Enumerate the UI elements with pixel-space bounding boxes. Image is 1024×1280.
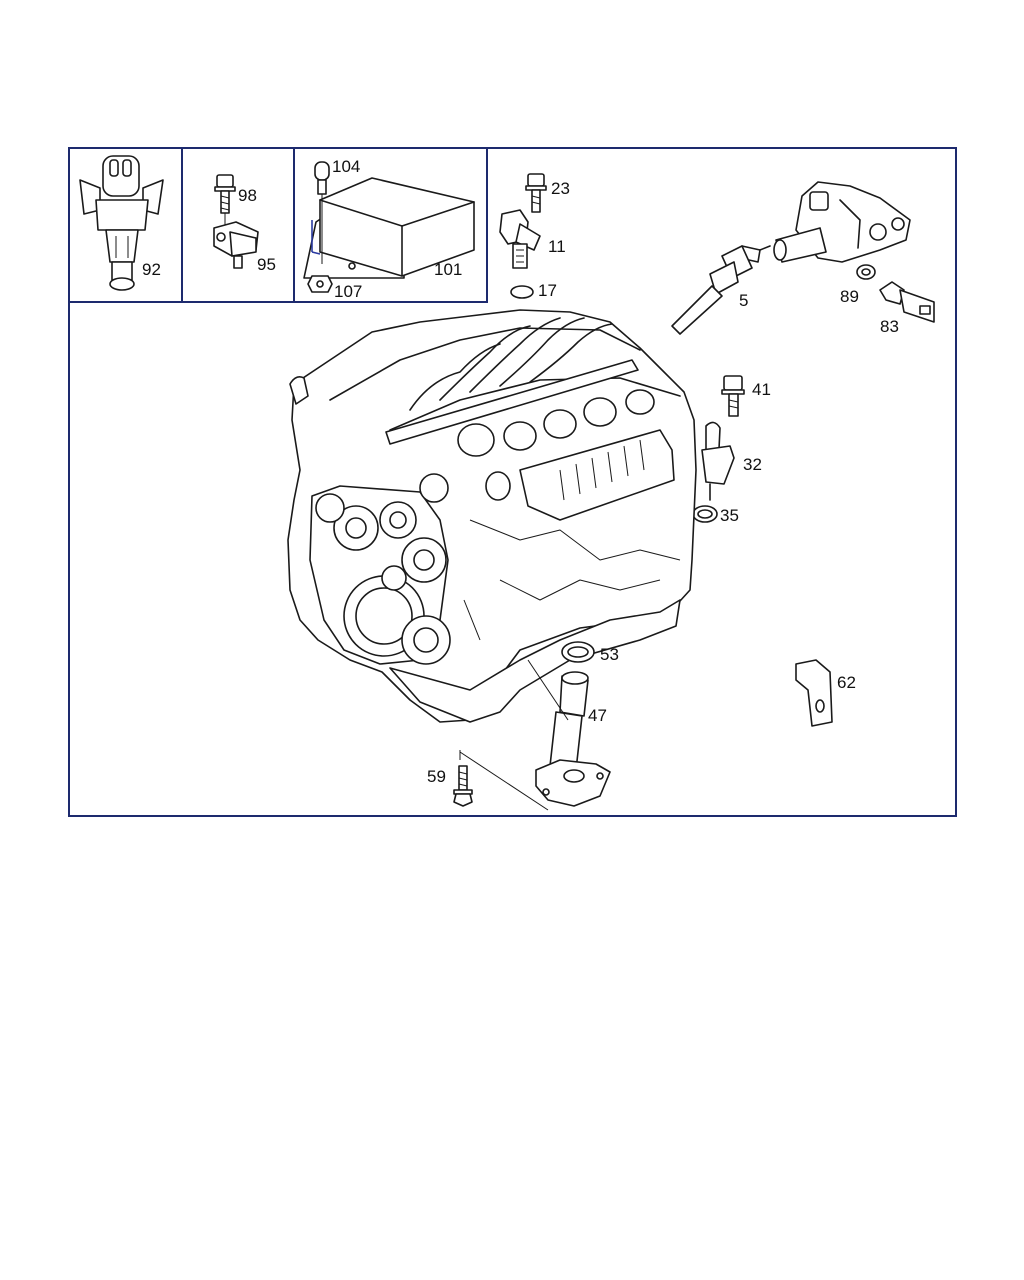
part-98-bolt-icon[interactable] [214, 174, 236, 214]
part-23-bolt-icon[interactable] [525, 173, 547, 213]
part-62-bracket-icon[interactable] [795, 659, 833, 727]
part-5-glow-plug-icon[interactable] [671, 245, 771, 335]
part-101-control-unit-icon[interactable] [303, 177, 475, 279]
part-95-sensor-icon[interactable] [213, 221, 259, 269]
callout-11: 11 [548, 237, 566, 256]
callout-89: 89 [840, 287, 859, 306]
callout-95: 95 [257, 255, 276, 274]
callout-17: 17 [538, 281, 557, 300]
part-17-seal-icon[interactable] [510, 285, 534, 299]
callout-5: 5 [739, 291, 748, 310]
leader-59 [459, 750, 549, 811]
part-104-screw-icon[interactable] [314, 161, 330, 195]
callout-101: 101 [434, 260, 462, 279]
part-83-sensor-icon[interactable] [879, 281, 935, 323]
callout-98: 98 [238, 186, 257, 205]
engine-assembly-icon [287, 309, 697, 723]
callout-23: 23 [551, 179, 570, 198]
callout-104: 104 [332, 157, 360, 176]
callout-59: 59 [427, 767, 446, 786]
part-47-oil-pipe-icon[interactable] [535, 671, 611, 807]
inset-row-border [69, 148, 488, 303]
part-35-seal-icon[interactable] [692, 505, 718, 523]
callout-62: 62 [837, 673, 856, 692]
callout-47: 47 [588, 706, 607, 725]
callout-32: 32 [743, 455, 762, 474]
part-89-washer-icon[interactable] [856, 264, 876, 280]
part-107-nut-icon[interactable] [307, 275, 333, 293]
part-11-sensor-icon[interactable] [499, 209, 541, 269]
callout-83: 83 [880, 317, 899, 336]
callout-53: 53 [600, 645, 619, 664]
callout-35: 35 [720, 506, 739, 525]
callout-107: 107 [334, 282, 362, 301]
diagram-frame [68, 147, 957, 817]
callout-92: 92 [142, 260, 161, 279]
part-32-tube-icon[interactable] [701, 421, 735, 501]
part-41-bolt-icon[interactable] [721, 375, 745, 417]
callout-41: 41 [752, 380, 771, 399]
part-53-seal-icon[interactable] [561, 641, 595, 663]
housing-assembly-icon [773, 181, 911, 263]
part-59-bolt-icon[interactable] [453, 765, 473, 807]
part-92-sensor-icon[interactable] [79, 155, 164, 291]
leader-47 [527, 659, 569, 721]
